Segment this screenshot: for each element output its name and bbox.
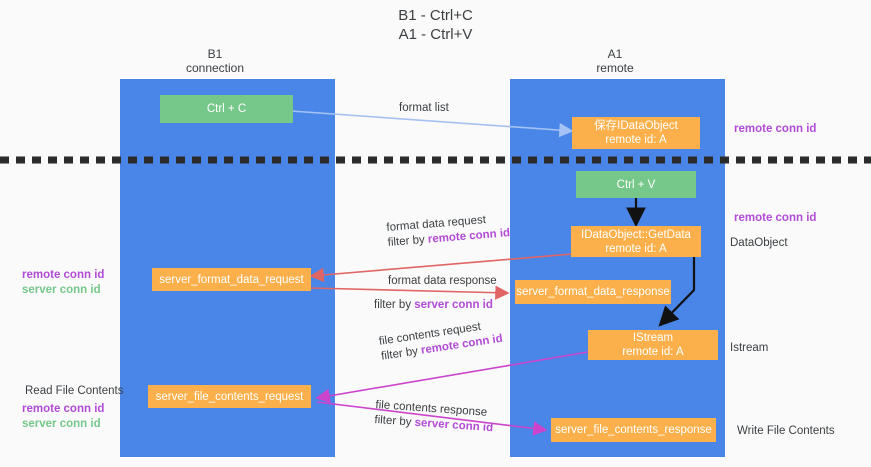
left-legend-bottom-server: server conn id xyxy=(22,418,101,430)
column-a1-role: remote xyxy=(596,61,634,75)
right-label-write-file-contents: Write File Contents xyxy=(737,425,835,437)
left-legend-middle-server: server conn id xyxy=(22,284,101,296)
node-ctrl-v[interactable]: Ctrl + V xyxy=(576,171,696,198)
left-legend-bottom: remote conn id server conn id xyxy=(22,402,104,432)
node-istream-remote-id: remote id: A xyxy=(622,346,684,358)
node-ctrl-v-label: Ctrl + V xyxy=(616,178,656,191)
arrow-getdata-istream xyxy=(658,254,696,327)
left-legend-middle-remote: remote conn id xyxy=(22,269,105,281)
column-a1-name: A1 xyxy=(607,47,623,61)
right-label-dataobject: DataObject xyxy=(730,237,788,249)
arrow-format-list xyxy=(276,109,574,138)
arrow-format-data-response xyxy=(310,285,510,300)
left-label-read-file-contents: Read File Contents xyxy=(25,385,124,397)
node-server-format-data-response-label: server_format_data_response xyxy=(516,286,670,298)
arrow-file-contents-request xyxy=(315,351,589,403)
diagram-title: B1 - Ctrl+C A1 - Ctrl+V xyxy=(0,6,871,44)
right-label-remote-conn-id-top: remote conn id xyxy=(734,123,817,135)
node-server-file-contents-response-label: server_file_contents_response xyxy=(555,424,712,436)
edge-label-format-data-response: format data response xyxy=(388,275,497,287)
column-header-a1: A1 remote xyxy=(555,47,675,75)
right-label-remote-conn-id-mid: remote conn id xyxy=(734,212,817,224)
arrow-file-contents-response xyxy=(316,401,548,436)
node-istream-label: IStream xyxy=(632,332,674,344)
column-b1-name: B1 xyxy=(207,47,223,61)
arrow-format-data-request xyxy=(309,253,573,283)
node-idataobject-getdata-remote-id: remote id: A xyxy=(605,242,667,255)
filter-prefix: filter by xyxy=(374,413,416,429)
node-save-idataobject-remote-id: remote id: A xyxy=(605,134,667,146)
filter-prefix: filter by xyxy=(387,233,429,249)
left-legend-middle: remote conn id server conn id xyxy=(22,268,104,298)
node-save-idataobject[interactable]: 保存IDataObject remote id: A xyxy=(572,117,700,149)
node-ctrl-c-label: Ctrl + C xyxy=(206,103,247,115)
filter-prefix: filter by xyxy=(374,299,415,311)
node-server-file-contents-response[interactable]: server_file_contents_response xyxy=(551,418,716,442)
title-line-2: A1 - Ctrl+V xyxy=(398,26,473,43)
node-istream[interactable]: IStream remote id: A xyxy=(588,330,718,360)
node-idataobject-getdata[interactable]: IDataObject::GetData remote id: A xyxy=(571,226,701,257)
node-server-format-data-request[interactable]: server_format_data_request xyxy=(152,268,311,291)
node-server-format-data-request-label: server_format_data_request xyxy=(159,273,304,286)
node-idataobject-getdata-label: IDataObject::GetData xyxy=(581,228,691,241)
right-label-istream: Istream xyxy=(730,342,769,354)
node-server-format-data-response[interactable]: server_format_data_response xyxy=(515,280,671,304)
title-line-1: B1 - Ctrl+C xyxy=(398,7,473,24)
edge-label-format-list: format list xyxy=(399,102,449,114)
left-legend-bottom-remote: remote conn id xyxy=(22,403,105,415)
column-header-b1: B1 connection xyxy=(155,47,275,75)
node-server-file-contents-request-label: server_file_contents_request xyxy=(155,390,304,403)
node-server-file-contents-request[interactable]: server_file_contents_request xyxy=(148,385,311,408)
node-save-idataobject-label: 保存IDataObject xyxy=(594,120,678,132)
filter-key-server-conn-id: server conn id xyxy=(414,299,493,311)
node-ctrl-c[interactable]: Ctrl + C xyxy=(160,95,293,123)
edge-label-format-data-response-filter: filter by server conn id xyxy=(374,298,493,313)
column-b1-role: connection xyxy=(185,61,245,75)
